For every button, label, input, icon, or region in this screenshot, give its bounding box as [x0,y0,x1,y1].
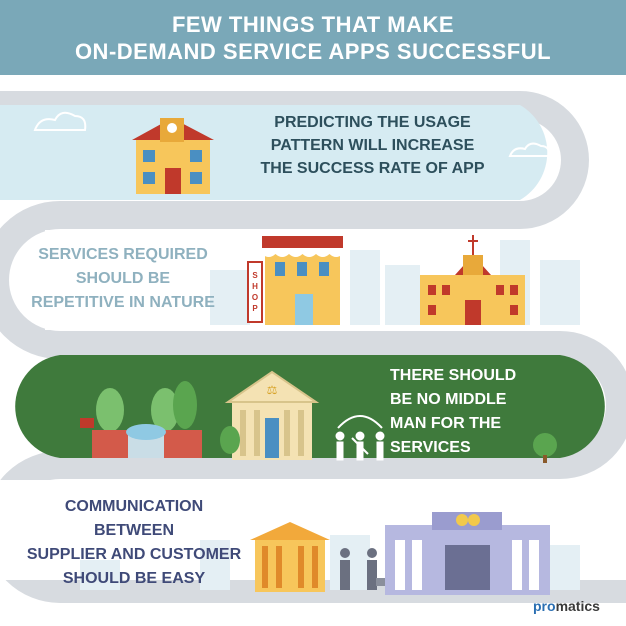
step-1-text: PREDICTING THE USAGE PATTERN WILL INCREA… [240,111,505,180]
house-icon [132,118,214,194]
step-2-line: SHOULD BE [75,270,171,287]
shop-building-icon [247,236,343,325]
title-line-1: FEW THINGS THAT MAKE [171,11,455,37]
bank-building-icon [250,522,330,592]
park-trees-icon [80,381,202,458]
promatics-logo: promatics [533,598,600,614]
svg-text:⚖: ⚖ [267,383,278,397]
step-3-line: BE NO MIDDLE [390,391,507,408]
fountain-icon [126,424,166,458]
people-direct-icon [335,415,385,461]
step-4-line: COMMUNICATION [64,498,204,515]
cloud-icon [33,111,87,131]
step-3-line: THERE SHOULD [390,367,517,384]
logo-part-2: matics [555,598,600,614]
step-1-line: PATTERN WILL INCREASE [270,137,475,154]
step-4-text: COMMUNICATION BETWEEN SUPPLIER AND CUSTO… [14,495,254,591]
handshake-icon [340,548,386,590]
step-1-line: PREDICTING THE USAGE [274,114,471,131]
header-banner: FEW THINGS THAT MAKE ON-DEMAND SERVICE A… [0,0,626,75]
step-1-line: THE SUCCESS RATE OF APP [260,160,485,177]
title-line-2: ON-DEMAND SERVICE APPS SUCCESSFUL [74,38,552,64]
step-4-line: SHOULD BE EASY [62,570,206,587]
step-3-line: SERVICES [390,439,471,456]
courthouse-icon: ⚖ [224,370,320,460]
step-3-line: MAN FOR THE [390,415,502,432]
step-2-line: SERVICES REQUIRED [38,246,208,263]
step-2-text: SERVICES REQUIRED SHOULD BE REPETITIVE I… [18,243,228,315]
step-4-line: BETWEEN [94,522,174,539]
logo-part-1: pro [533,598,556,614]
theater-building-icon [385,512,550,595]
tree-icon [220,426,240,454]
step-4-line: SUPPLIER AND CUSTOMER [26,546,242,563]
step-2-line: REPETITIVE IN NATURE [31,294,215,311]
church-icon [420,235,525,325]
cloud-icon [508,142,551,157]
step-3-text: THERE SHOULD BE NO MIDDLE MAN FOR THE SE… [390,364,540,460]
tree-icon [533,433,557,463]
